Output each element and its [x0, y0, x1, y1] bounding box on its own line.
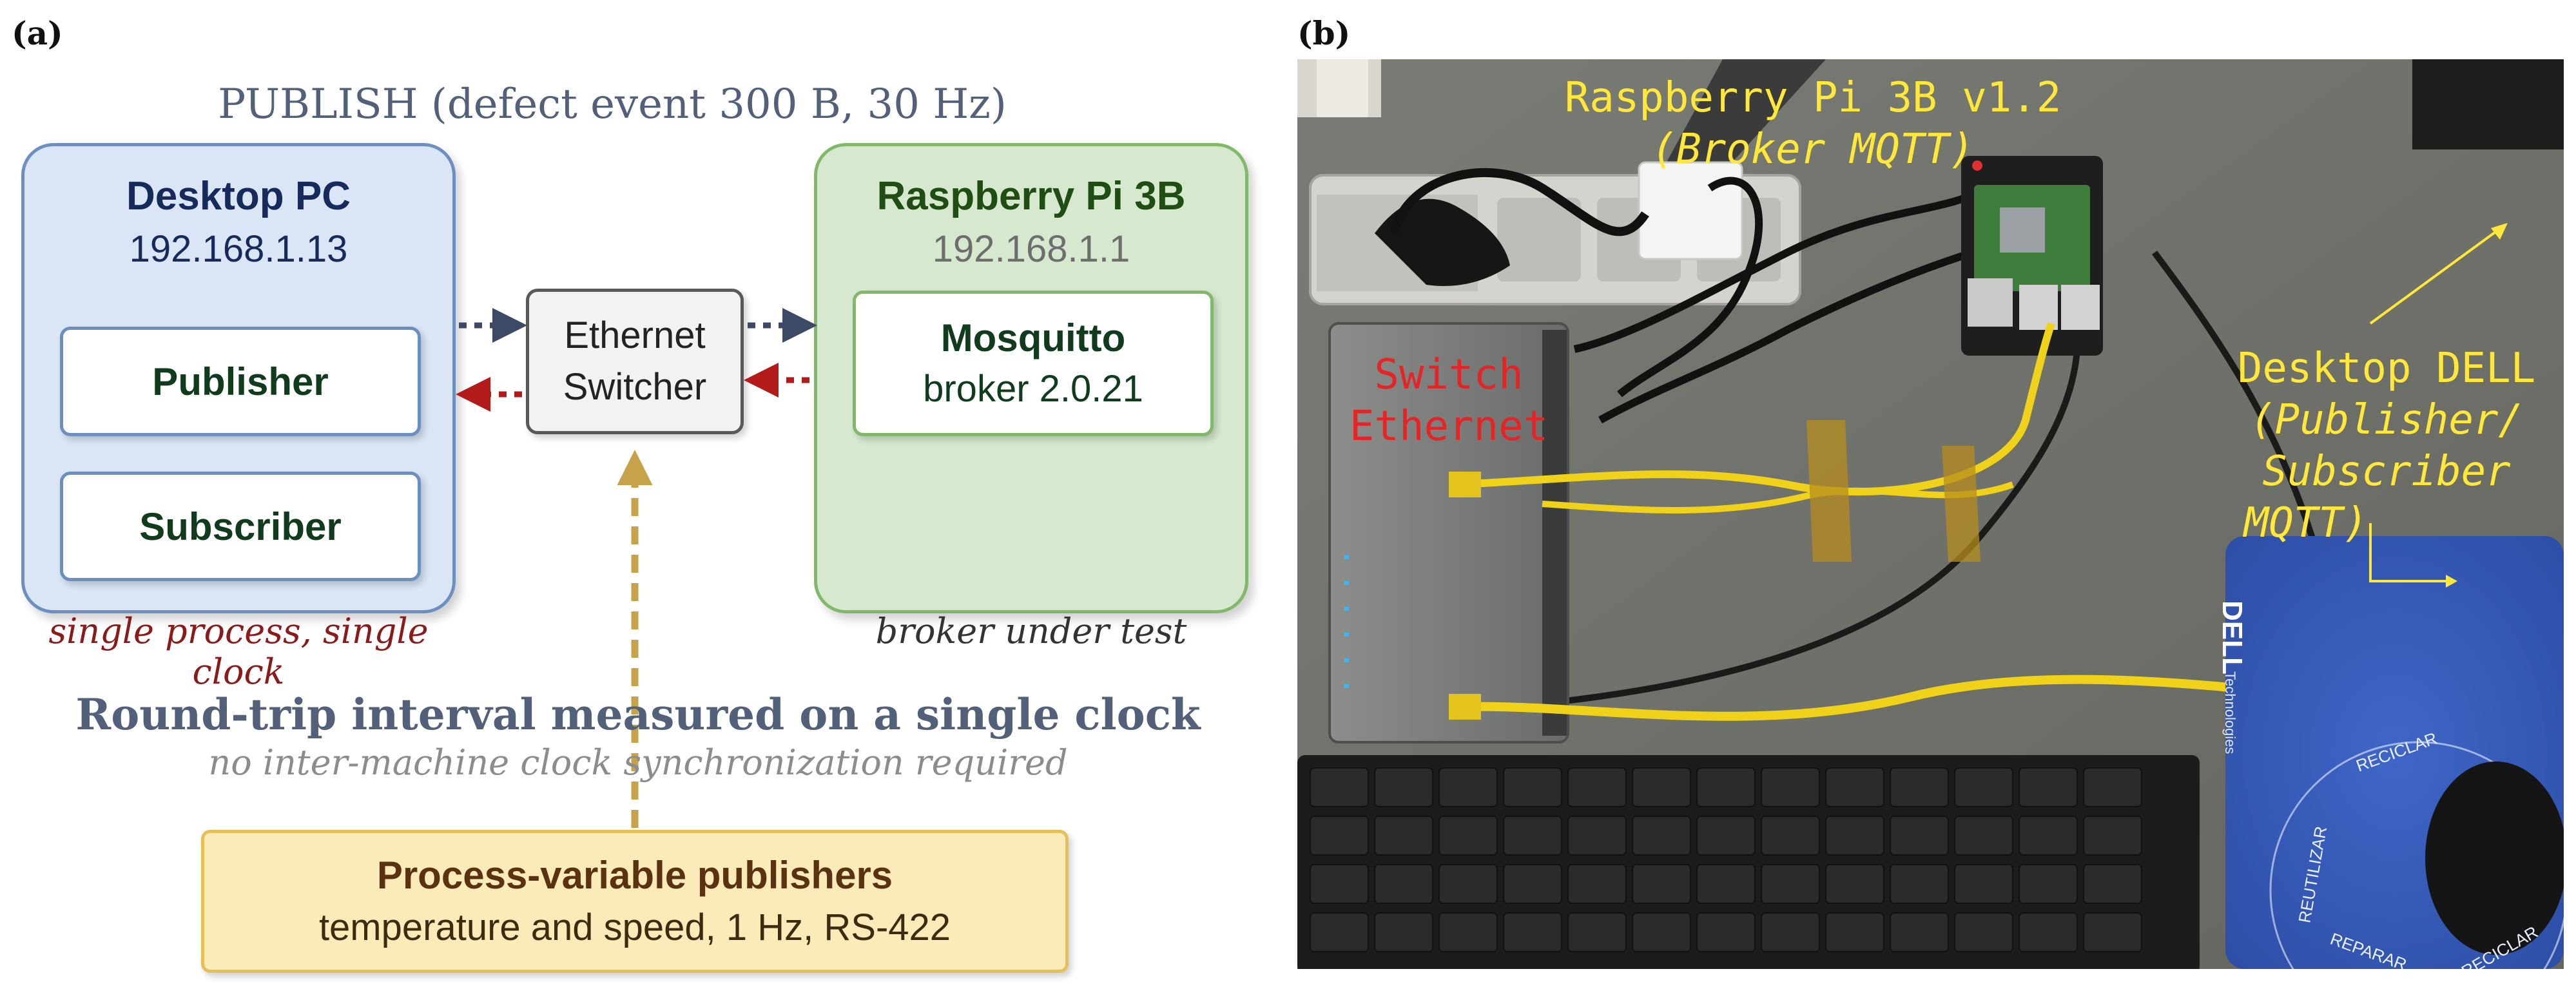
panel-a-arrows — [456, 308, 817, 828]
ethernet-switch-box: Ethernet Switcher — [526, 289, 744, 434]
roundtrip-subtitle: no inter-machine clock synchronization r… — [208, 742, 1068, 783]
mousepad-brand-sub: Technologies — [2222, 671, 2238, 754]
raspberry-pi-ip: 192.168.1.1 — [932, 228, 1130, 270]
photo-label-desktop-line1: Desktop DELL — [2237, 345, 2536, 392]
mosquitto-box: Mosquitto broker 2.0.21 — [853, 291, 1214, 436]
process-publishers-title: Process-variable publishers — [376, 854, 893, 897]
desktop-note: single process, single clock — [48, 611, 429, 692]
keyboard-keys — [1310, 767, 2142, 952]
switch-line1: Ethernet — [564, 314, 706, 356]
process-publishers-detail: temperature and speed, 1 Hz, RS-422 — [318, 906, 951, 948]
photo-label-desktop-line4: MQTT) — [2243, 499, 2368, 547]
panel-b-letter: (b) — [1297, 14, 1351, 52]
photo-label-pi-line2: (Broker MQTT) — [1651, 126, 1975, 173]
mousepad-brand-logo: DELL — [2216, 600, 2248, 675]
panel-a-letter: (a) — [12, 14, 63, 52]
setup-photo-illustration — [1297, 59, 2564, 969]
desktop-pc-box: Desktop PC 192.168.1.13 Publisher Subscr… — [21, 143, 456, 613]
subscriber-label: Subscriber — [139, 504, 342, 548]
photo-label-pi-line1: Raspberry Pi 3B v1.2 — [1564, 74, 2062, 122]
process-publishers-box: Process-variable publishers temperature … — [201, 830, 1069, 973]
switch-line2: Switcher — [563, 366, 707, 408]
setup-photo: Raspberry Pi 3B v1.2 (Broker MQTT) Switc… — [1297, 59, 2564, 969]
raspberry-pi-title: Raspberry Pi 3B — [876, 174, 1186, 218]
photo-label-desktop-line2: (Publisher/ — [2250, 396, 2523, 444]
publish-caption: PUBLISH (defect event 300 B, 30 Hz) — [218, 81, 1007, 128]
pi-note: broker under test — [875, 611, 1187, 651]
raspberry-pi-box: Raspberry Pi 3B 192.168.1.1 Mosquitto br… — [814, 143, 1248, 613]
desktop-pc-title: Desktop PC — [126, 174, 351, 218]
photo-label-switch-line2: Ethernet — [1349, 403, 1549, 450]
broker-version: broker 2.0.21 — [923, 368, 1143, 410]
desktop-pc-ip: 192.168.1.13 — [129, 228, 348, 270]
publisher-label: Publisher — [152, 360, 329, 403]
subscriber-box: Subscriber — [60, 472, 421, 581]
mosquitto-label: Mosquitto — [940, 316, 1126, 360]
roundtrip-title: Round-trip interval measured on a single… — [75, 689, 1201, 740]
photo-label-desktop-line3: Subscriber — [2262, 448, 2511, 495]
publisher-box: Publisher — [60, 327, 421, 436]
photo-label-switch-line1: Switch — [1374, 351, 1524, 399]
